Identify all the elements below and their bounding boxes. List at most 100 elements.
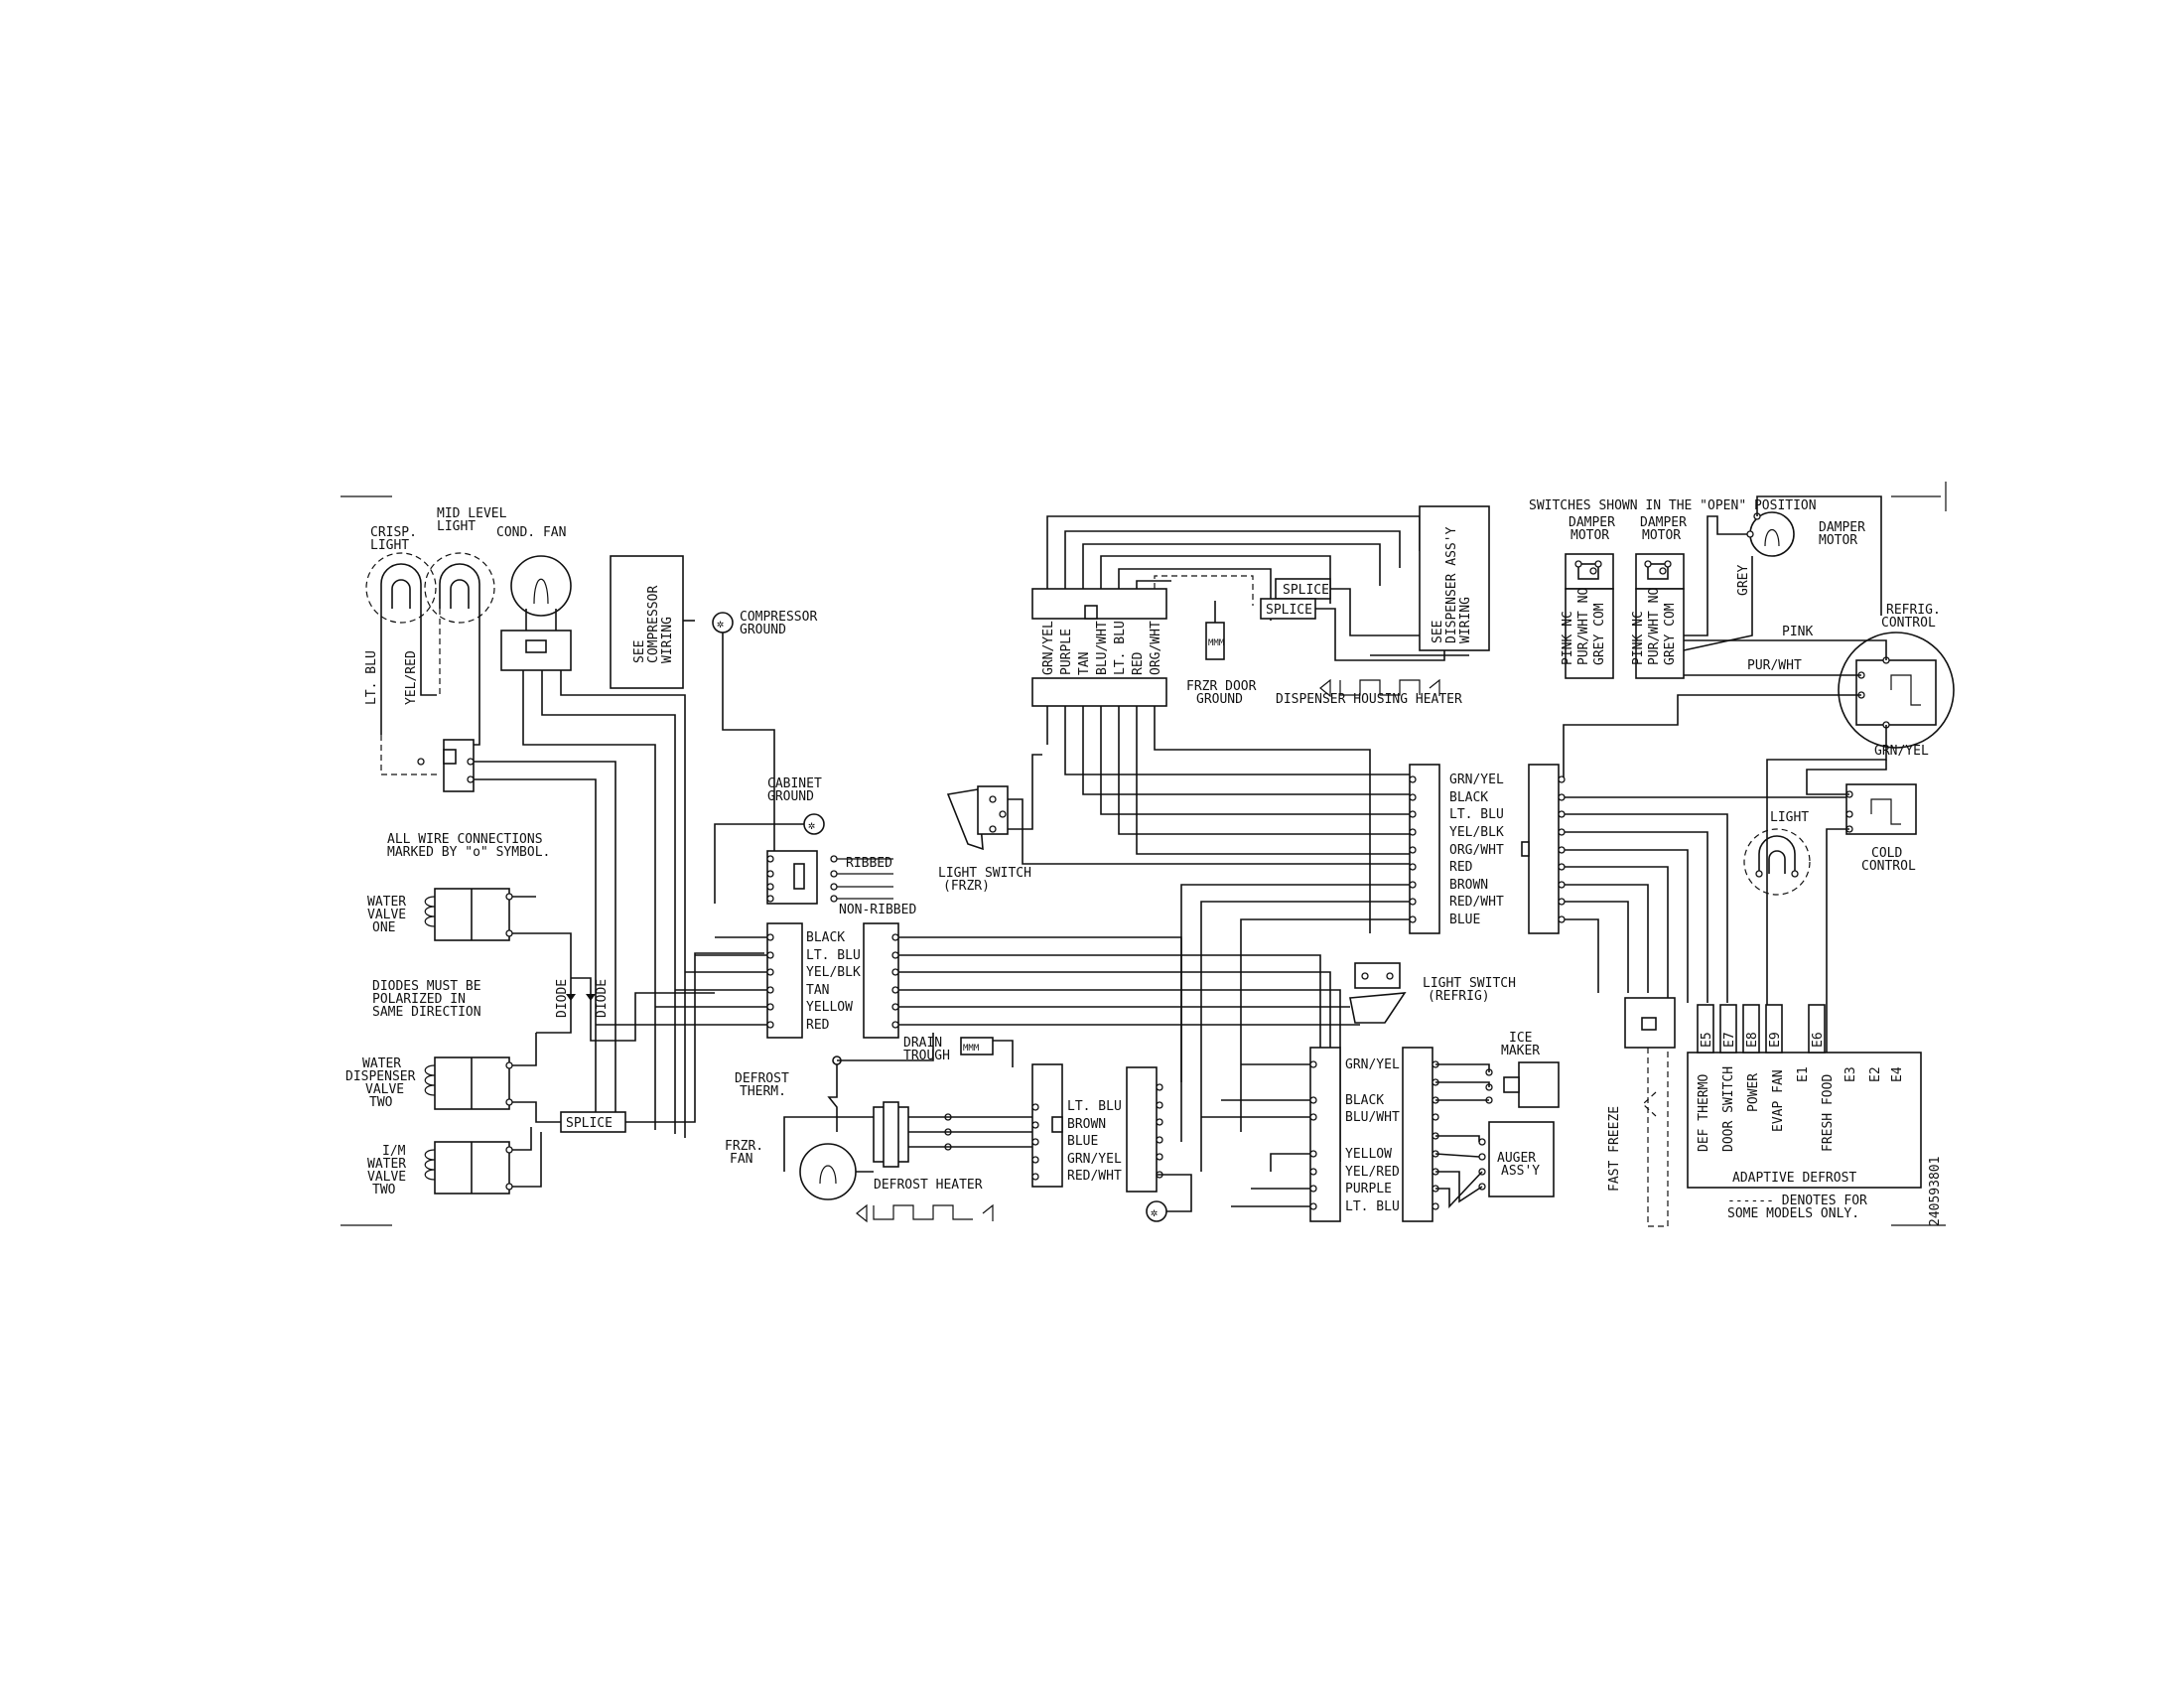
svg-text:YEL/BLK: YEL/BLK — [1449, 825, 1504, 840]
svg-text:GRN/YEL: GRN/YEL — [1345, 1057, 1400, 1072]
svg-text:MOTOR: MOTOR — [1570, 528, 1609, 543]
svg-text:EVAP FAN: EVAP FAN — [1771, 1069, 1786, 1132]
svg-text:CONTROL: CONTROL — [1881, 616, 1936, 631]
svg-text:WIRING: WIRING — [1458, 597, 1473, 643]
svg-text:BLACK: BLACK — [1345, 1093, 1384, 1108]
svg-text:E7: E7 — [1722, 1032, 1737, 1048]
note-switches-open: SWITCHES SHOWN IN THE "OPEN" POSITION — [1529, 498, 1817, 513]
svg-text:TWO: TWO — [372, 1183, 396, 1197]
icemaker-connector: GRN/YEL BLACK BLU/WHT YELLOW YEL/RED PUR… — [1201, 1047, 1439, 1222]
right-of-center-connector: GRN/YEL BLACK LT. BLU YEL/BLK ORG/WHT RE… — [1180, 764, 1504, 1172]
svg-text:GREY: GREY — [1736, 565, 1751, 596]
svg-text:GROUND: GROUND — [1196, 692, 1243, 707]
svg-text:------ DENOTES FOR: ------ DENOTES FOR — [1727, 1194, 1867, 1208]
svg-text:LT. BLU: LT. BLU — [1345, 1199, 1400, 1214]
svg-text:RIBBED: RIBBED — [846, 856, 892, 871]
svg-text:E5: E5 — [1700, 1032, 1714, 1048]
svg-text:COLD: COLD — [1871, 846, 1902, 861]
damper-motor-3: DAMPER MOTOR GREY — [1683, 495, 1882, 651]
damper-motor-1: DAMPER MOTOR PINK NC PUR/WHT NO GREY COM — [1561, 515, 1615, 679]
svg-text:SOME MODELS ONLY.: SOME MODELS ONLY. — [1727, 1206, 1859, 1221]
svg-text:MARKED BY "o" SYMBOL.: MARKED BY "o" SYMBOL. — [387, 845, 550, 860]
svg-text:DIODE: DIODE — [595, 979, 610, 1018]
svg-text:ADAPTIVE DEFROST: ADAPTIVE DEFROST — [1732, 1171, 1856, 1186]
svg-text:DIODES MUST BE: DIODES MUST BE — [372, 979, 481, 994]
svg-text:RED/WHT: RED/WHT — [1067, 1169, 1122, 1184]
damper-motor-2: DAMPER MOTOR PINK NC PUR/WHT NO GREY COM — [1631, 515, 1687, 679]
svg-text:E9: E9 — [1768, 1032, 1783, 1048]
top-connector: GRN/YEL PURPLE TAN BLU/WHT LT. BLU RED O… — [1031, 515, 1421, 933]
svg-text:GROUND: GROUND — [740, 623, 786, 637]
svg-text:CRISP.: CRISP. — [370, 525, 417, 540]
svg-text:PUR/WHT NO: PUR/WHT NO — [1576, 588, 1591, 665]
svg-text:FAST FREEZE: FAST FREEZE — [1607, 1106, 1622, 1192]
svg-text:SPLICE: SPLICE — [1283, 583, 1329, 598]
svg-text:LT. BLU: LT. BLU — [1113, 621, 1128, 675]
svg-text:FRESH FOOD: FRESH FOOD — [1821, 1074, 1836, 1152]
svg-text:TAN: TAN — [1077, 652, 1092, 675]
fast-freeze: FAST FREEZE — [1607, 997, 1676, 1227]
defrost-therm: DEFROST THERM. — [735, 1033, 934, 1132]
svg-text:E4: E4 — [1890, 1066, 1905, 1082]
svg-text:COMPRESSOR: COMPRESSOR — [740, 610, 817, 625]
svg-text:TWO: TWO — [369, 1095, 393, 1110]
svg-text:ALL WIRE CONNECTIONS: ALL WIRE CONNECTIONS — [387, 832, 543, 847]
ribbed-connector: RIBBED NON-RIBBED — [766, 850, 916, 917]
svg-text:SEE: SEE — [1431, 621, 1445, 643]
svg-text:YEL/RED: YEL/RED — [404, 650, 419, 705]
svg-text:DOOR SWITCH: DOOR SWITCH — [1721, 1066, 1736, 1152]
svg-text:LT. BLU: LT. BLU — [1449, 807, 1504, 822]
svg-text:VALVE: VALVE — [365, 1082, 404, 1097]
svg-text:DAMPER: DAMPER — [1819, 520, 1865, 535]
svg-text:WATER: WATER — [362, 1056, 401, 1071]
svg-text:PINK NC: PINK NC — [1561, 611, 1575, 665]
part-number: 240593801 — [1928, 1157, 1943, 1226]
crisp-light: CRISP. LIGHT — [365, 525, 437, 624]
svg-text:BLACK: BLACK — [1449, 790, 1488, 805]
svg-text:VALVE: VALVE — [367, 908, 406, 922]
svg-text:LIGHT: LIGHT — [437, 519, 476, 534]
svg-text:CABINET: CABINET — [767, 776, 822, 791]
drain-trough: DRAIN TROUGH MMM — [903, 1036, 1014, 1067]
svg-text:BLUE: BLUE — [1449, 913, 1480, 927]
svg-text:E1: E1 — [1796, 1066, 1811, 1082]
svg-text:PURPLE: PURPLE — [1345, 1182, 1392, 1196]
svg-text:BLUE: BLUE — [1067, 1134, 1098, 1149]
svg-text:POWER: POWER — [1746, 1073, 1761, 1112]
svg-text:COND. FAN: COND. FAN — [496, 525, 566, 540]
svg-text:COMPRESSOR: COMPRESSOR — [646, 586, 661, 663]
svg-text:YELLOW: YELLOW — [1345, 1147, 1392, 1162]
svg-text:RED: RED — [806, 1018, 830, 1033]
svg-text:MID LEVEL: MID LEVEL — [437, 506, 507, 521]
svg-text:MOTOR: MOTOR — [1642, 528, 1681, 543]
svg-text:LT. BLU: LT. BLU — [364, 650, 379, 705]
svg-text:YEL/BLK: YEL/BLK — [806, 965, 861, 980]
svg-text:CONTROL: CONTROL — [1861, 859, 1916, 874]
water-dispenser-valve-two: WATER DISPENSER VALVE TWO — [345, 1033, 561, 1123]
svg-text:GRN/YEL: GRN/YEL — [1041, 621, 1056, 675]
right-vertical-connector — [1521, 764, 1846, 1003]
svg-text:AUGER: AUGER — [1497, 1151, 1536, 1166]
svg-text:FAN: FAN — [730, 1152, 752, 1167]
svg-text:LT. BLU: LT. BLU — [1067, 1099, 1122, 1114]
svg-text:BLU/WHT: BLU/WHT — [1095, 621, 1110, 675]
svg-text:MOTOR: MOTOR — [1819, 533, 1857, 548]
svg-text:DISPENSER ASS'Y: DISPENSER ASS'Y — [1444, 526, 1459, 643]
defrost-connector: LT. BLU BROWN BLUE GRN/YEL RED/WHT ✲ — [1031, 1063, 1192, 1222]
svg-text:REFRIG.: REFRIG. — [1886, 603, 1941, 618]
im-water-valve-two: I/M WATER VALVE TWO — [367, 1127, 542, 1197]
svg-text:POLARIZED IN: POLARIZED IN — [372, 992, 466, 1007]
auger-assy: AUGER ASS'Y — [1434, 1121, 1555, 1209]
svg-text:DIODE: DIODE — [555, 979, 570, 1018]
svg-text:RED/WHT: RED/WHT — [1449, 895, 1504, 910]
svg-text:DISPENSER HOUSING HEATER: DISPENSER HOUSING HEATER — [1276, 692, 1462, 707]
svg-text:NON-RIBBED: NON-RIBBED — [839, 903, 916, 917]
svg-text:FRZR DOOR: FRZR DOOR — [1186, 679, 1257, 694]
svg-text:MMM: MMM — [963, 1044, 980, 1054]
mid-level-light: MID LEVEL LIGHT — [424, 506, 507, 624]
frame-marks — [341, 482, 1947, 1226]
svg-text:BROWN: BROWN — [1449, 878, 1488, 893]
svg-text:RED: RED — [1449, 860, 1473, 875]
svg-text:GREY COM: GREY COM — [1663, 603, 1678, 665]
svg-text:SAME DIRECTION: SAME DIRECTION — [372, 1005, 481, 1020]
